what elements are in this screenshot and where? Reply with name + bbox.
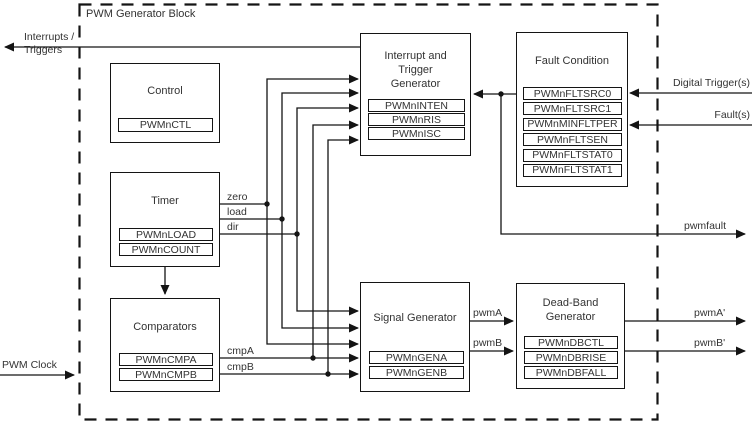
line-dir-to-itg — [296, 103, 359, 234]
signal-generator-block: Signal Generator PWMnGENA PWMnGENB — [360, 282, 470, 392]
junction-dots — [264, 91, 504, 377]
register-box: PWMnINTEN — [368, 99, 465, 112]
fault-condition-block: Fault Condition PWMnFLTSRC0 PWMnFLTSRC1 … — [516, 32, 628, 187]
timer-block-title: Timer — [151, 195, 179, 207]
signal-generator-title: Signal Generator — [373, 312, 457, 324]
signal-label-faults: Fault(s) — [714, 109, 750, 121]
line-pwmfault — [500, 94, 746, 239]
dead-band-generator-title: Dead-Band Generator — [542, 297, 599, 323]
signal-label-pwmA: pwmA — [473, 307, 503, 319]
register-box: PWMnCOUNT — [119, 243, 213, 256]
timer-registers: PWMnLOAD PWMnCOUNT — [119, 228, 213, 258]
dead-band-registers: PWMnDBCTL PWMnDBRISE PWMnDBFALL — [524, 336, 618, 381]
comparators-block: Comparators PWMnCMPA PWMnCMPB — [110, 298, 220, 392]
register-box: PWMnFLTSRC1 — [523, 102, 622, 116]
dashed-frame-border — [78, 3, 659, 421]
interrupt-trigger-generator-block: Interrupt and Trigger Generator PWMnINTE… — [360, 33, 471, 156]
register-box: PWMnGENB — [369, 366, 464, 379]
signal-label-pwmB: pwmB — [473, 337, 503, 349]
register-box: PWMnRIS — [368, 113, 465, 126]
register-box: PWMnFLTSRC0 — [523, 87, 622, 100]
register-box: PWMnLOAD — [119, 228, 213, 241]
itg-registers: PWMnINTEN PWMnRIS PWMnISC — [368, 99, 465, 141]
signal-label-digital-triggers: Digital Trigger(s) — [672, 77, 750, 89]
register-box: PWMnCTL — [118, 118, 213, 132]
line-zero-to-itg — [266, 74, 359, 204]
register-box: PWMnFLTSEN — [523, 133, 622, 147]
comparators-registers: PWMnCMPA PWMnCMPB — [119, 353, 213, 383]
line-load-to-signal-gen — [281, 219, 359, 333]
fault-condition-title: Fault Condition — [535, 55, 609, 67]
register-box: PWMnMINFLTPER — [523, 117, 622, 131]
register-box: PWMnCMPB — [119, 368, 213, 381]
register-box: PWMnCMPA — [119, 353, 213, 366]
signal-label-cmpB: cmpB — [227, 361, 254, 373]
register-box: PWMnFLTSTAT0 — [523, 148, 622, 162]
signal-label-pwm-clock: PWM Clock — [2, 359, 57, 371]
frame-title: PWM Generator Block — [86, 8, 196, 20]
signal-label-zero: zero — [227, 191, 248, 203]
control-block-title: Control — [147, 85, 183, 97]
register-box: PWMnDBCTL — [524, 336, 618, 349]
line-cmpB-to-itg — [327, 135, 359, 374]
comparators-block-title: Comparators — [133, 321, 197, 333]
signal-label-load: load — [227, 206, 247, 218]
control-block: Control PWMnCTL — [110, 63, 220, 143]
signal-label-cmpA: cmpA — [227, 345, 254, 357]
register-box: PWMnGENA — [369, 351, 464, 364]
dead-band-generator-block: Dead-Band Generator PWMnDBCTL PWMnDBRISE… — [516, 283, 625, 389]
signal-label-pwmA-out: pwmA' — [694, 307, 726, 319]
signal-label-dir: dir — [227, 221, 239, 233]
line-dir-to-signal-gen — [296, 234, 359, 316]
signal-label-interrupts-triggers: Interrupts / Triggers — [24, 31, 75, 56]
signal-routing-lines — [0, 42, 752, 380]
register-box: PWMnFLTSTAT1 — [523, 163, 622, 177]
interrupt-trigger-generator-title: Interrupt and Trigger Generator — [384, 50, 447, 90]
register-box: PWMnDBFALL — [524, 366, 618, 379]
signal-label-pwmfault: pwmfault — [684, 220, 727, 232]
register-box: PWMnISC — [368, 127, 465, 140]
fault-registers: PWMnFLTSRC0 PWMnFLTSRC1 PWMnMINFLTPER PW… — [523, 87, 622, 179]
timer-block: Timer PWMnLOAD PWMnCOUNT — [110, 172, 220, 267]
control-registers: PWMnCTL — [118, 118, 213, 134]
signal-generator-registers: PWMnGENA PWMnGENB — [369, 351, 464, 381]
line-cmpA-to-itg — [312, 120, 359, 358]
register-box: PWMnDBRISE — [524, 351, 618, 364]
line-load-to-itg — [281, 88, 359, 219]
signal-label-pwmB-out: pwmB' — [694, 337, 726, 349]
